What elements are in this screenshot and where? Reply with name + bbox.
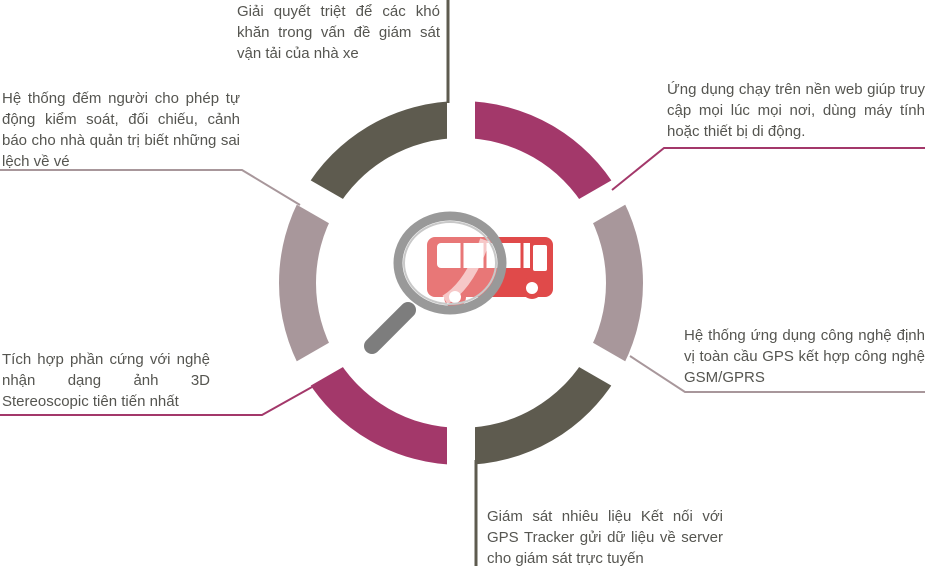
feature-text-right: Hệ thống ứng dụng công nghệ định vị toàn… bbox=[684, 327, 925, 386]
feature-text-bottom-left: Tích hợp phần cứng với nghệ nhận dạng ản… bbox=[2, 351, 210, 410]
leader-top-right bbox=[611, 147, 925, 191]
ring-segment-top-right bbox=[461, 101, 619, 211]
feature-text-top: Giải quyết triệt để các khó khăn trong v… bbox=[237, 3, 440, 62]
leader-bottom-left bbox=[0, 386, 313, 416]
ring-segment-right bbox=[586, 192, 643, 374]
magnifier-icon bbox=[364, 211, 507, 354]
ring-segment-bottom-left bbox=[303, 355, 461, 465]
feature-text-top-right: Ứng dụng chạy trên nền web giúp truy cập… bbox=[667, 81, 925, 140]
leader-top-left bbox=[0, 169, 301, 206]
ring-segment-top-left bbox=[303, 101, 461, 211]
feature-text-bottom: Giám sát nhiêu liệu Kết nối với GPS Trac… bbox=[487, 508, 723, 567]
ring-segment-bottom-right bbox=[461, 355, 619, 465]
leader-right bbox=[629, 355, 925, 393]
ring-segment-left bbox=[279, 192, 336, 374]
ring-segments bbox=[279, 101, 643, 465]
feature-text-top-left: Hệ thống đếm người cho phép tự động kiểm… bbox=[2, 90, 240, 170]
